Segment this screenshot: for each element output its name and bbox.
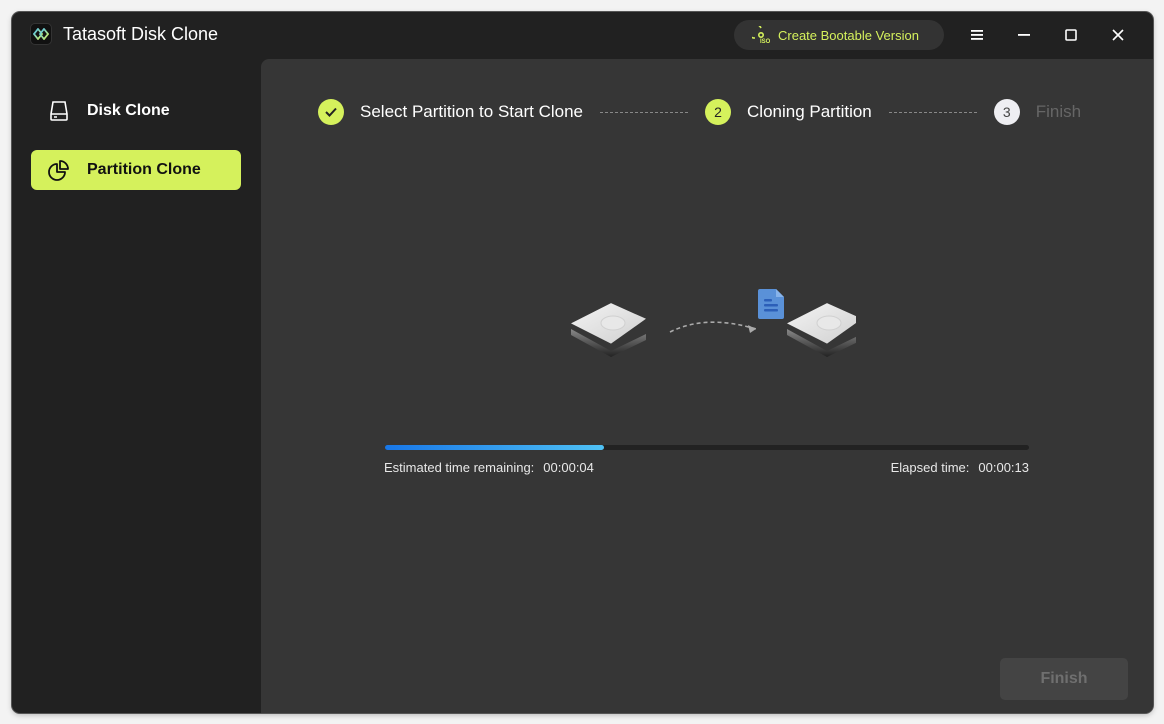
elapsed-time-label: Elapsed time: (890, 460, 970, 475)
clone-progress-bar (385, 445, 1029, 450)
step-1-label: Select Partition to Start Clone (360, 102, 584, 121)
step-divider (888, 111, 977, 113)
create-bootable-version-button[interactable]: ISO Create Bootable Version (734, 20, 944, 50)
maximize-icon (1065, 29, 1077, 41)
step-2-number: 2 (705, 99, 732, 125)
hard-drive-icon (48, 100, 70, 122)
source-drive-icon (571, 303, 646, 357)
target-drive-icon (787, 303, 862, 357)
elapsed-time-value: 00:00:13 (978, 460, 1029, 475)
menu-button[interactable] (965, 23, 989, 47)
minimize-icon (1018, 34, 1030, 36)
estimated-time-label: Estimated time remaining: (384, 460, 535, 475)
main-panel: Select Partition to Start Clone 2 Clonin… (261, 59, 1153, 713)
transfer-arrow-icon (669, 321, 757, 333)
sidebar-item-label: Partition Clone (87, 161, 201, 178)
estimated-time: Estimated time remaining: 00:00:04 (384, 460, 594, 475)
close-icon (1112, 29, 1124, 41)
sidebar-item-label: Disk Clone (87, 102, 170, 119)
step-divider (600, 111, 689, 113)
sidebar-item-partition-clone[interactable]: Partition Clone (31, 150, 241, 190)
document-icon (758, 289, 784, 319)
finish-button[interactable]: Finish (1000, 658, 1128, 700)
clone-illustration (556, 284, 862, 364)
maximize-button[interactable] (1059, 23, 1083, 47)
menu-icon (971, 30, 983, 40)
estimated-time-value: 00:00:04 (543, 460, 594, 475)
pie-chart-icon (48, 159, 70, 181)
sidebar-item-disk-clone[interactable]: Disk Clone (31, 91, 241, 131)
svg-text:ISO: ISO (760, 39, 770, 44)
step-indicator: Select Partition to Start Clone 2 Clonin… (318, 99, 1081, 125)
tatasoft-logo-icon (30, 23, 52, 45)
minimize-button[interactable] (1012, 23, 1036, 47)
step-2-label: Cloning Partition (747, 102, 872, 121)
step-1-check-icon (318, 99, 344, 125)
create-bootable-label: Create Bootable Version (778, 27, 919, 43)
progress-fill (385, 445, 604, 450)
app-window: Tatasoft Disk Clone ISO Create Bootable … (12, 12, 1153, 713)
elapsed-time: Elapsed time: 00:00:13 (891, 460, 1029, 475)
app-title: Tatasoft Disk Clone (63, 24, 219, 44)
title-bar: Tatasoft Disk Clone ISO Create Bootable … (12, 12, 1153, 58)
step-3-number: 3 (993, 99, 1020, 125)
sidebar: Disk Clone Partition Clone (12, 58, 261, 713)
step-3-label: Finish (1035, 102, 1082, 121)
iso-disc-icon: ISO (752, 26, 770, 44)
close-button[interactable] (1106, 23, 1130, 47)
